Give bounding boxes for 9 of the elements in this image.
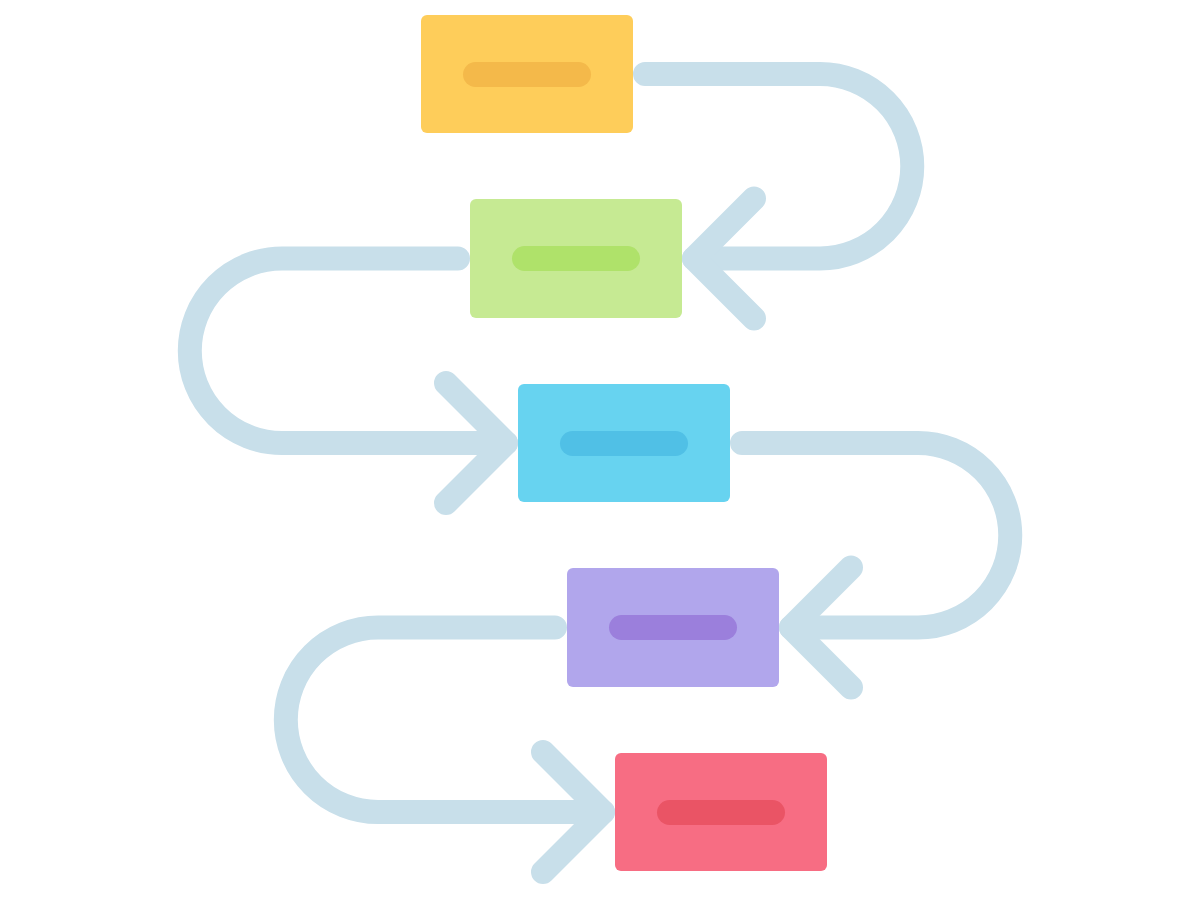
process-box	[421, 15, 633, 133]
arrow	[730, 431, 1023, 700]
arrow	[273, 615, 615, 884]
process-box	[470, 199, 682, 318]
process-box	[567, 568, 779, 687]
process-box	[518, 384, 730, 502]
arrow	[177, 246, 518, 515]
arrow	[633, 62, 925, 331]
process-box	[615, 753, 827, 871]
